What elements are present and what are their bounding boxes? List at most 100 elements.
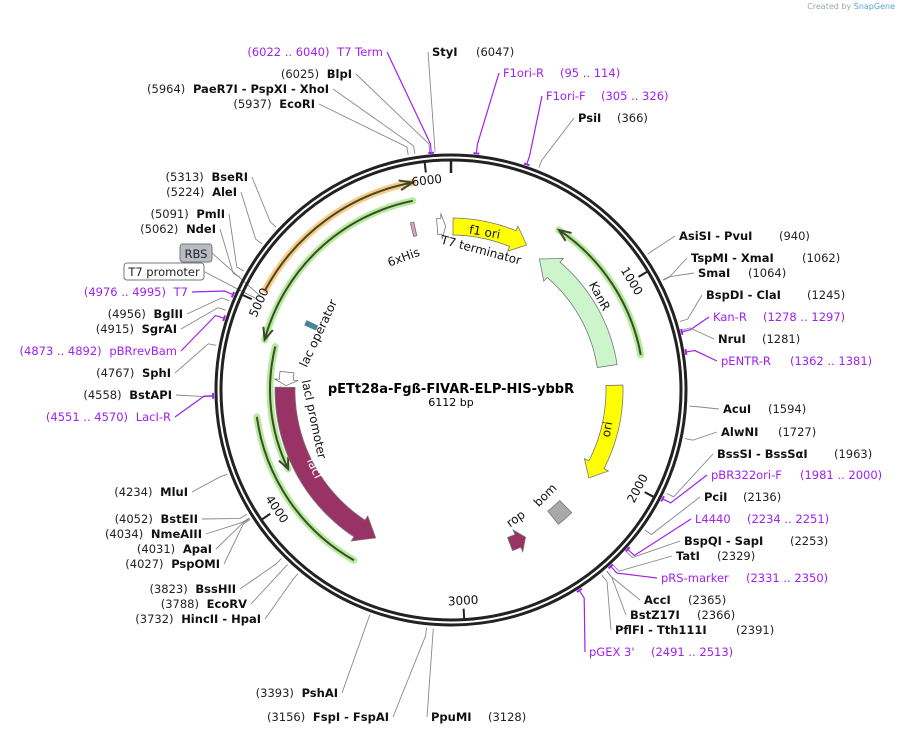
primer-site-label[interactable]: pBR322ori-F (1981 .. 2000)	[711, 468, 882, 482]
primer-binding-mark	[684, 348, 688, 356]
annotation-arrowhead-icon	[556, 228, 572, 242]
enzyme-site-label[interactable]: PflFI - Tth111I(2391)	[615, 623, 774, 637]
site-text: (5964) PaeR7I - PspXI - XhoI	[147, 82, 329, 96]
leader-line	[228, 213, 244, 272]
primer-site-label[interactable]: (6022 .. 6040) T7 Term	[247, 45, 383, 59]
enzyme-site-label[interactable]: (6025) BlpI	[281, 67, 352, 81]
leader-line	[601, 575, 612, 631]
enzyme-site-label[interactable]: (5964) PaeR7I - PspXI - XhoI	[147, 82, 329, 96]
enzyme-name: EcoRV	[207, 597, 247, 611]
enzyme-site-label[interactable]: (5091) PmlI	[150, 207, 225, 221]
enzyme-site-label[interactable]: (3823) BssHII	[149, 582, 236, 596]
site-position: (5224)	[166, 185, 208, 199]
primer-site-label[interactable]: (4873 .. 4892) pBRrevBam	[20, 344, 177, 358]
leader-line	[611, 566, 658, 579]
leader-line	[392, 627, 427, 718]
primer-name: pBR322ori-F	[711, 468, 782, 482]
enzyme-site-label[interactable]: (4956) BglII	[108, 307, 183, 321]
enzyme-site-label[interactable]: TspMI - XmaI(1062)	[691, 251, 840, 265]
site-text: (4956) BglII	[108, 307, 183, 321]
enzyme-site-label[interactable]: NruI(1281)	[718, 332, 800, 346]
primer-binding-mark	[523, 162, 530, 167]
leader-line	[250, 564, 288, 605]
enzyme-site-label[interactable]: (4558) BstAPI	[83, 388, 172, 402]
primer-site-label[interactable]: F1ori-R(95 .. 114)	[503, 66, 620, 80]
enzyme-site-label[interactable]: (5313) BseRI	[166, 170, 248, 184]
site-position: (366)	[617, 111, 648, 125]
site-text: (3393) PshAI	[256, 686, 338, 700]
enzyme-site-label[interactable]: (4052) BstEII	[115, 512, 198, 526]
enzyme-site-label[interactable]: BspQI - SapI(2253)	[684, 534, 828, 548]
feature-t7-terminator	[436, 213, 447, 240]
enzyme-name: HincII - HpaI	[181, 612, 261, 626]
enzyme-site-label[interactable]: (4034) NmeAIII	[105, 527, 202, 541]
feature-layer	[274, 213, 624, 554]
site-text: (4915) SgrAI	[96, 322, 177, 336]
enzyme-name: NdeI	[186, 222, 216, 236]
annotation-arc	[558, 229, 642, 356]
leader-line	[264, 573, 299, 620]
enzyme-site-label[interactable]: (3156) FspI - FspAI	[267, 710, 389, 724]
primer-site-label[interactable]: pRS-marker(2331 .. 2350)	[661, 571, 828, 585]
enzyme-site-label[interactable]: AsiSI - PvuI(940)	[679, 229, 810, 243]
enzyme-site-label[interactable]: StyI(6047)	[432, 45, 514, 59]
enzyme-site-label[interactable]: SmaI(1064)	[698, 266, 786, 280]
leader-lines	[174, 51, 720, 718]
leader-line	[174, 395, 213, 418]
enzyme-site-label[interactable]: PciI(2136)	[704, 490, 781, 504]
enzyme-site-label[interactable]: (4234) MluI	[114, 485, 188, 499]
leader-line	[644, 496, 701, 536]
leader-line	[426, 628, 434, 718]
plasmid-length: 6112 bp	[428, 396, 473, 409]
enzyme-site-label[interactable]: (5937) EcoRI	[233, 97, 315, 111]
enzyme-name: BstEII	[160, 512, 198, 526]
site-position: (4052)	[115, 512, 157, 526]
enzyme-site-label[interactable]: TatI(2329)	[676, 549, 755, 563]
ruler-tick	[261, 512, 271, 521]
backbone-inner-strand	[219, 158, 683, 622]
boxed-label-rbs: RBS	[179, 243, 213, 263]
primer-binding-mark	[660, 495, 665, 502]
annotation-arcs	[253, 179, 645, 564]
enzyme-site-label[interactable]: (3788) EcoRV	[161, 597, 247, 611]
enzyme-site-label[interactable]: (4767) SphI	[96, 366, 171, 380]
annotation-arrowhead-icon	[262, 326, 274, 343]
enzyme-site-label[interactable]: AlwNI(1727)	[721, 425, 816, 439]
primer-site-label[interactable]: pENTR-R(1362 .. 1381)	[721, 354, 872, 368]
primer-site-label[interactable]: Kan-R(1278 .. 1297)	[713, 310, 845, 324]
enzyme-site-label[interactable]: PpuMI(3128)	[431, 710, 526, 724]
enzyme-site-label[interactable]: AcuI(1594)	[723, 402, 806, 416]
enzyme-site-label[interactable]: PsiI(366)	[578, 111, 648, 125]
leader-line	[663, 272, 695, 281]
enzyme-site-label[interactable]: BstZ17I(2366)	[630, 608, 735, 622]
enzyme-name: AlwNI	[721, 425, 758, 439]
enzyme-site-label[interactable]: (4027) PspOMI	[125, 557, 220, 571]
primer-site-label[interactable]: F1ori-F(305 .. 326)	[546, 89, 669, 103]
leader-line	[475, 72, 500, 153]
enzyme-site-label[interactable]: (3393) PshAI	[256, 686, 338, 700]
primer-name: F1ori-R	[503, 66, 544, 80]
enzyme-site-label[interactable]: AccI(2365)	[644, 593, 726, 607]
site-position: (4034)	[105, 527, 147, 541]
plasmid-name: pETt28a-Fgß-FIVAR-ELP-HIS-ybbR	[328, 382, 574, 397]
enzyme-site-label[interactable]: BspDI - ClaI(1245)	[706, 288, 845, 302]
enzyme-site-label[interactable]: (3732) HincII - HpaI	[135, 612, 261, 626]
primer-site-label[interactable]: L4440(2234 .. 2251)	[695, 512, 829, 526]
enzyme-site-label[interactable]: (4915) SgrAI	[96, 322, 177, 336]
primer-binding-mark	[576, 587, 583, 593]
primer-site-label[interactable]: (4976 .. 4995) T7	[84, 285, 188, 299]
site-text: (3788) EcoRV	[161, 597, 247, 611]
enzyme-site-label[interactable]: (5224) AleI	[166, 185, 237, 199]
enzyme-site-label[interactable]: (4031) ApaI	[137, 542, 212, 556]
site-position: (1981 .. 2000)	[800, 468, 882, 482]
enzyme-site-label[interactable]: (5062) NdeI	[140, 222, 216, 236]
enzyme-name: FspI - FspAI	[313, 710, 389, 724]
primer-site-label[interactable]: (4551 .. 4570) LacI-R	[46, 410, 171, 424]
site-text: (4551 .. 4570) LacI-R	[46, 410, 171, 424]
enzyme-site-label[interactable]: BssSI - BssSαI(1963)	[717, 447, 872, 461]
primer-site-label[interactable]: pGEX 3'(2491 .. 2513)	[589, 645, 733, 659]
site-text: (5224) AleI	[166, 185, 237, 199]
leader-line	[239, 558, 282, 590]
leader-line	[355, 73, 431, 152]
